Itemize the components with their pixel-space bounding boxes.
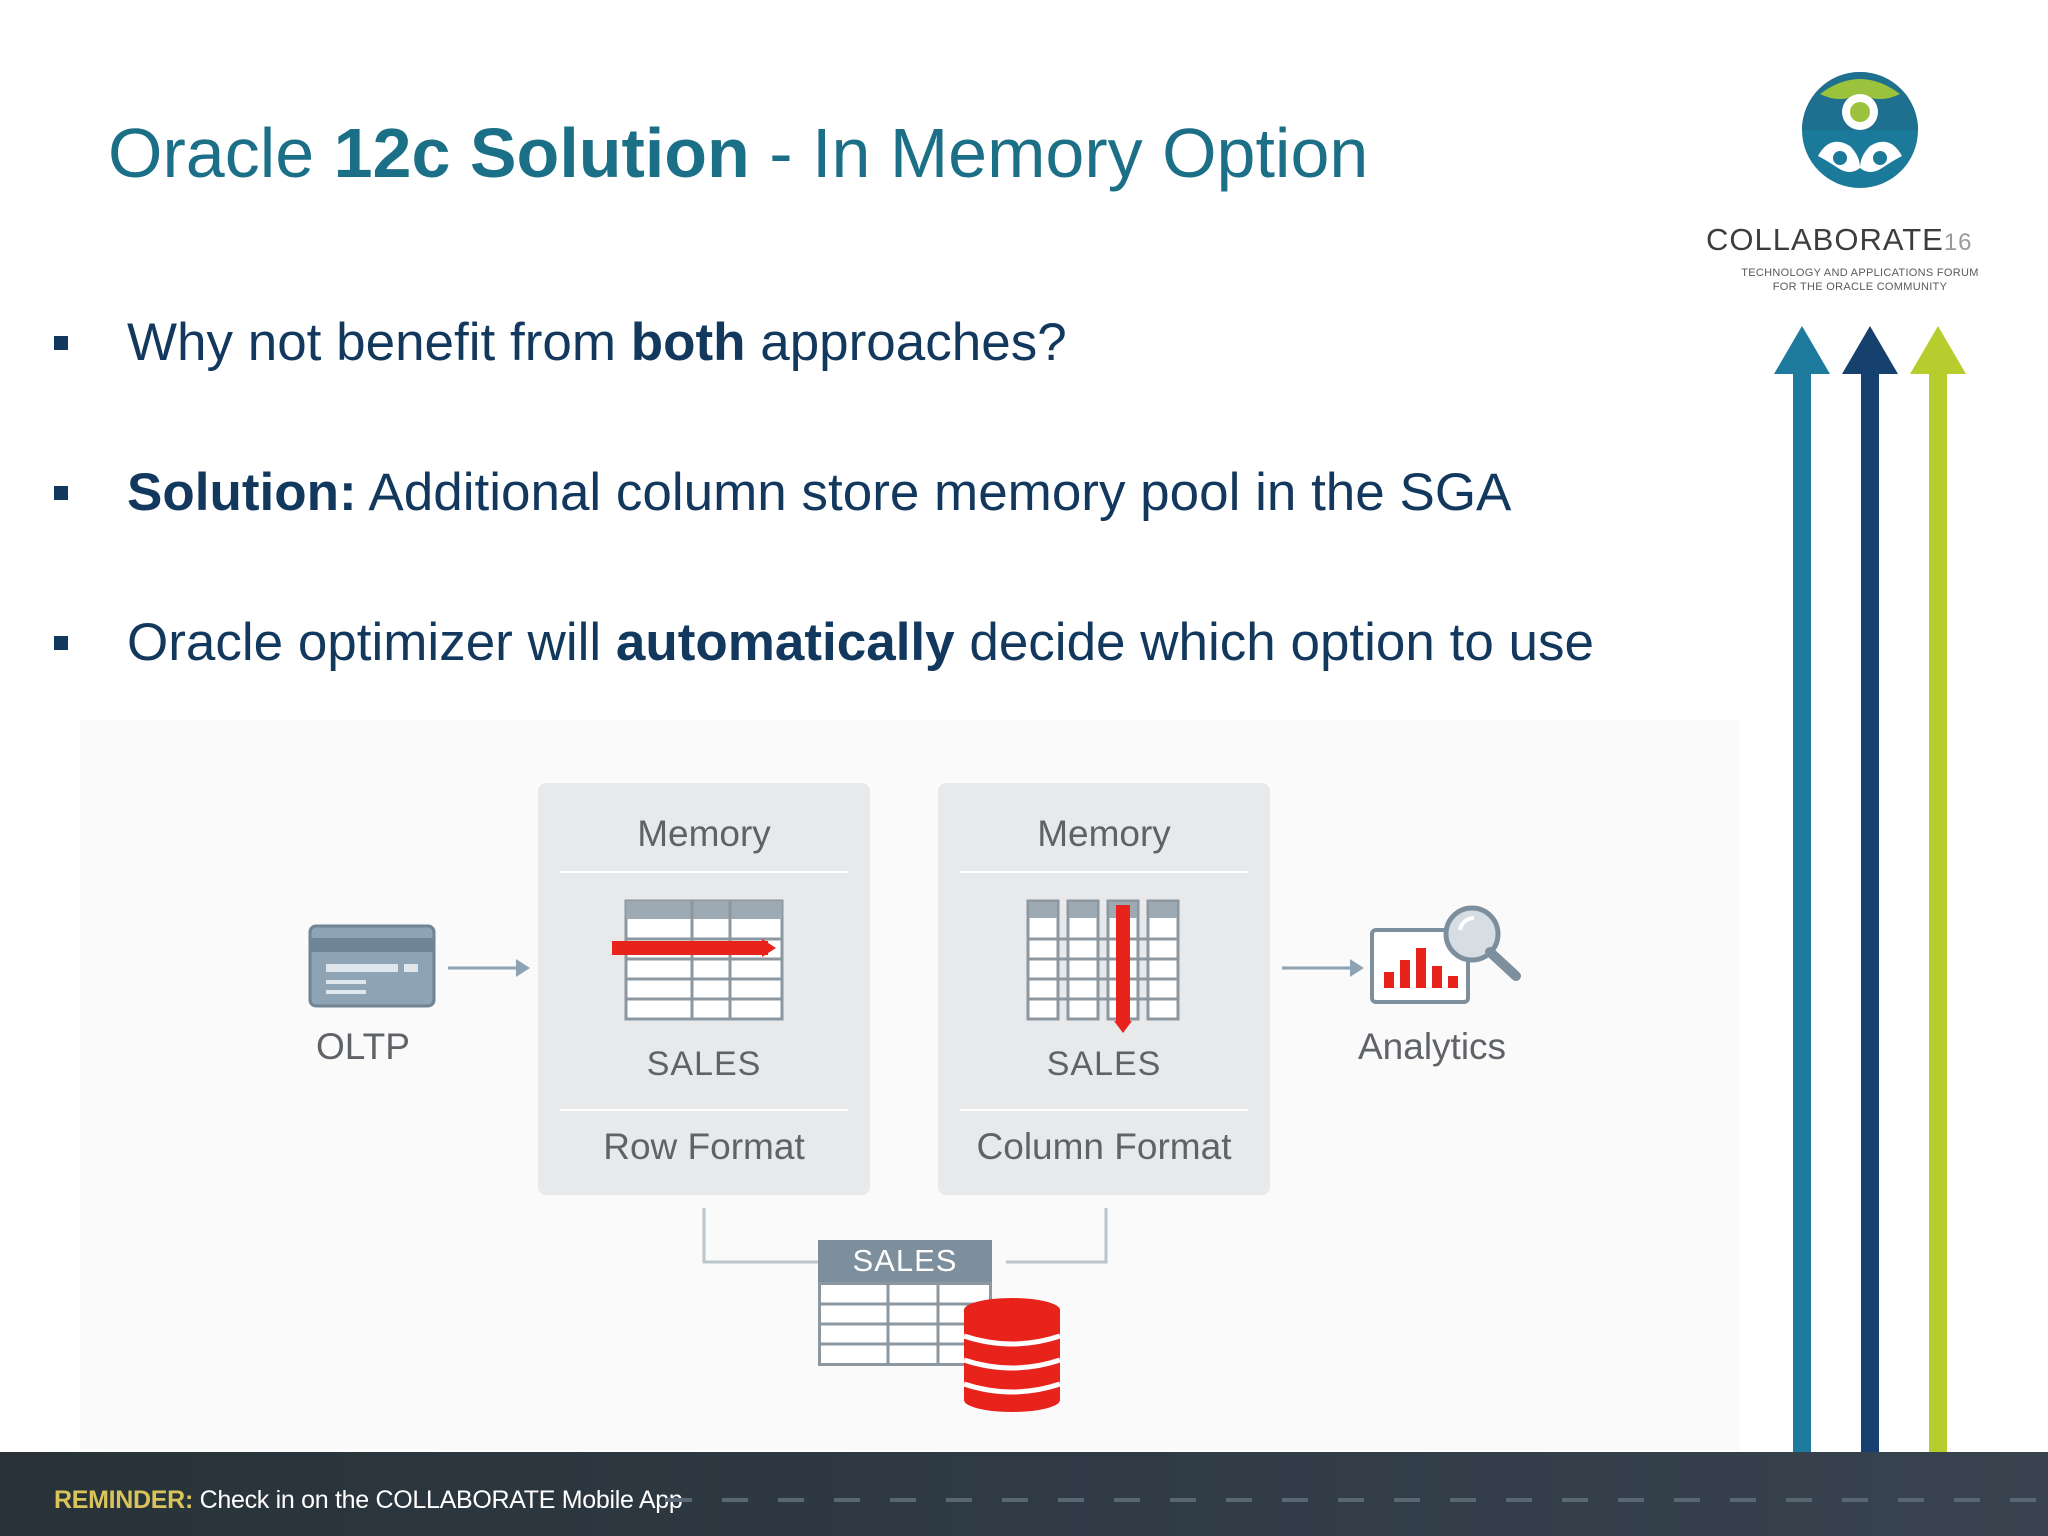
bullet-square-icon [54,486,68,500]
row-format-panel: Memory SALES Row Format [538,783,870,1195]
database-icon [963,1298,1061,1412]
bullet-square-icon [54,336,68,350]
logo-wordmark: COLLABORATE16 [1706,222,1973,257]
bullet-square-icon [54,636,68,650]
oltp-label: OLTP [316,1026,410,1067]
storage-table-header: SALES [818,1240,992,1282]
footer-dashes [666,1498,2048,1502]
bullet-text: Oracle optimizer will automatically deci… [127,613,1594,672]
column-format-panel: Memory SALES [938,783,1270,1195]
memory-header: Memory [637,813,771,854]
title-bold: 12c Solution [333,114,750,192]
divider [560,1109,848,1111]
slide-title: Oracle 12c Solution - In Memory Option [108,118,1368,188]
column-table-icon [1026,899,1180,1033]
arrow-right-icon [448,959,530,977]
bullet-text: Solution: Additional column store memory… [127,463,1512,522]
collaborate-logo-icon [1802,72,1918,188]
divider [560,871,848,873]
arrow-right-icon [1282,959,1364,977]
divider [960,1109,1248,1111]
connector-lines [702,1208,1108,1264]
bullet-text: Why not benefit from both approaches? [127,313,1067,372]
storage-table-grid-icon [818,1282,992,1366]
oltp-card-icon [308,924,436,1008]
sales-label: SALES [1046,1045,1162,1083]
column-format-label: Column Format [976,1126,1232,1167]
row-format-label: Row Format [603,1126,805,1167]
title-prefix: Oracle [108,114,334,192]
decorative-arrows-icon [1774,326,1966,1458]
sales-label: SALES [646,1045,762,1083]
footer-bar [0,1452,2048,1536]
title-suffix: - In Memory Option [749,114,1369,192]
divider [960,871,1248,873]
memory-header: Memory [1037,813,1171,854]
analytics-chart-magnifier-icon [1370,905,1521,1004]
footer-reminder: REMINDER: Check in on the COLLABORATE Mo… [54,1486,683,1514]
analytics-label: Analytics [1358,1026,1507,1067]
row-table-icon [612,899,784,1021]
